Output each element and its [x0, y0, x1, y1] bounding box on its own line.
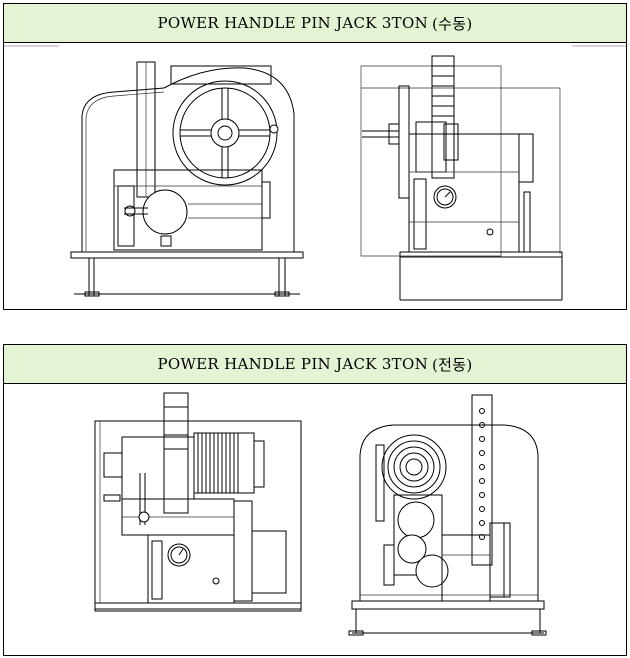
panel-title-suffix: (수동)	[432, 14, 473, 33]
manual-jack-panel: POWER HANDLE PIN JACK 3TON (수동)	[3, 3, 627, 310]
manual-front-view	[71, 62, 303, 296]
electric-jack-panel: POWER HANDLE PIN JACK 3TON (전동)	[3, 344, 627, 656]
panel-title: POWER HANDLE PIN JACK 3TON	[157, 14, 429, 32]
panel-header: POWER HANDLE PIN JACK 3TON (수동)	[4, 4, 626, 43]
electric-front-view	[95, 393, 301, 611]
manual-side-view	[361, 56, 562, 300]
panel-title: POWER HANDLE PIN JACK 3TON	[157, 355, 429, 373]
manual-jack-drawing	[4, 4, 626, 309]
motor-fins	[198, 433, 238, 493]
electric-jack-drawing	[4, 345, 626, 655]
electric-side-view	[349, 395, 546, 635]
panel-title-suffix: (전동)	[432, 355, 473, 374]
panel-header: POWER HANDLE PIN JACK 3TON (전동)	[4, 345, 626, 384]
